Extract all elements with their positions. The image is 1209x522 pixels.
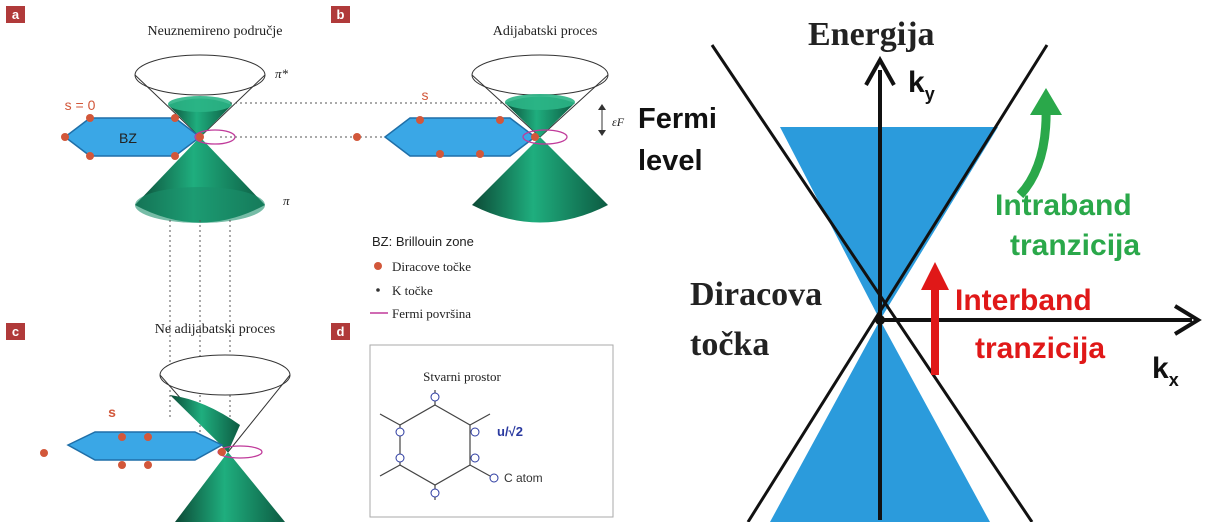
- ef-label: εF: [612, 115, 625, 129]
- panel-a: a Neuznemireno područje BZ s = 0 π* π: [6, 6, 290, 223]
- kx-label: kx: [1152, 352, 1179, 390]
- panel-c-badge: [6, 323, 25, 340]
- legend-bz: BZ: Brillouin zone: [372, 234, 474, 249]
- panel-b-badge: [331, 6, 350, 23]
- level-label: level: [638, 145, 703, 177]
- u-label: u/√2: [497, 424, 523, 439]
- s-zero-label: s = 0: [65, 97, 96, 113]
- panel-d-title: Stvarni prostor: [423, 369, 501, 384]
- band-line-2: [746, 44, 1049, 522]
- panel-d-box: [369, 344, 614, 518]
- panel-a-letter: a: [12, 7, 20, 22]
- intraband-label: Intraband: [995, 189, 1132, 222]
- legend-dirac: Diracove točke: [392, 259, 471, 274]
- bz-hexagon-b: [383, 117, 537, 157]
- tocka-label: točka: [690, 326, 769, 363]
- interband-label: Interband: [955, 284, 1092, 317]
- band-line-1: [710, 44, 1034, 522]
- diracova-label: Diracova: [690, 276, 822, 313]
- intraband-arrow: [1016, 104, 1051, 199]
- bz-label: BZ: [119, 130, 137, 146]
- energy-axis-label: Energija: [808, 16, 935, 53]
- panel-b-letter: b: [337, 7, 345, 22]
- fermi-label: Fermi: [638, 103, 717, 135]
- c-atom-label: C atom: [504, 471, 543, 485]
- panel-b-title: Adijabatski proces: [493, 24, 598, 39]
- intraband-tranzicija-label: tranzicija: [1010, 229, 1140, 262]
- legend-fermi: Fermi površina: [392, 306, 471, 321]
- panel-a-badge: [6, 6, 25, 23]
- dirac-point: [875, 315, 885, 325]
- legend: BZ: Brillouin zone Diracove točke K točk…: [370, 234, 474, 321]
- s-label-c: s: [108, 404, 116, 420]
- dirac-points-a: [61, 114, 204, 160]
- panel-c-title: Ne adijabatski proces: [155, 322, 276, 337]
- legend-k: K točke: [392, 283, 433, 298]
- panel-d-letter: d: [337, 324, 345, 339]
- upper-filled-cone: [780, 127, 998, 320]
- pi-label: π: [283, 193, 290, 208]
- panel-c: c Ne adijabatski proces s: [6, 322, 291, 522]
- ky-label: ky: [908, 66, 935, 104]
- s-label-b: s: [422, 87, 429, 103]
- interband-tranzicija-label: tranzicija: [975, 332, 1105, 365]
- upper-cone-rim: [134, 54, 266, 96]
- panel-d-badge: [331, 323, 350, 340]
- panel-b: b Adijabatski proces s εF: [331, 6, 625, 223]
- pi-star-label: π*: [275, 66, 289, 81]
- panel-a-title: Neuznemireno područje: [148, 24, 283, 39]
- right-figure: Energija ky kx Fermi level Diracova točk…: [638, 16, 1202, 522]
- panel-c-letter: c: [12, 324, 19, 339]
- panel-d: d Stvarni prostor u/√2 C atom: [331, 323, 614, 518]
